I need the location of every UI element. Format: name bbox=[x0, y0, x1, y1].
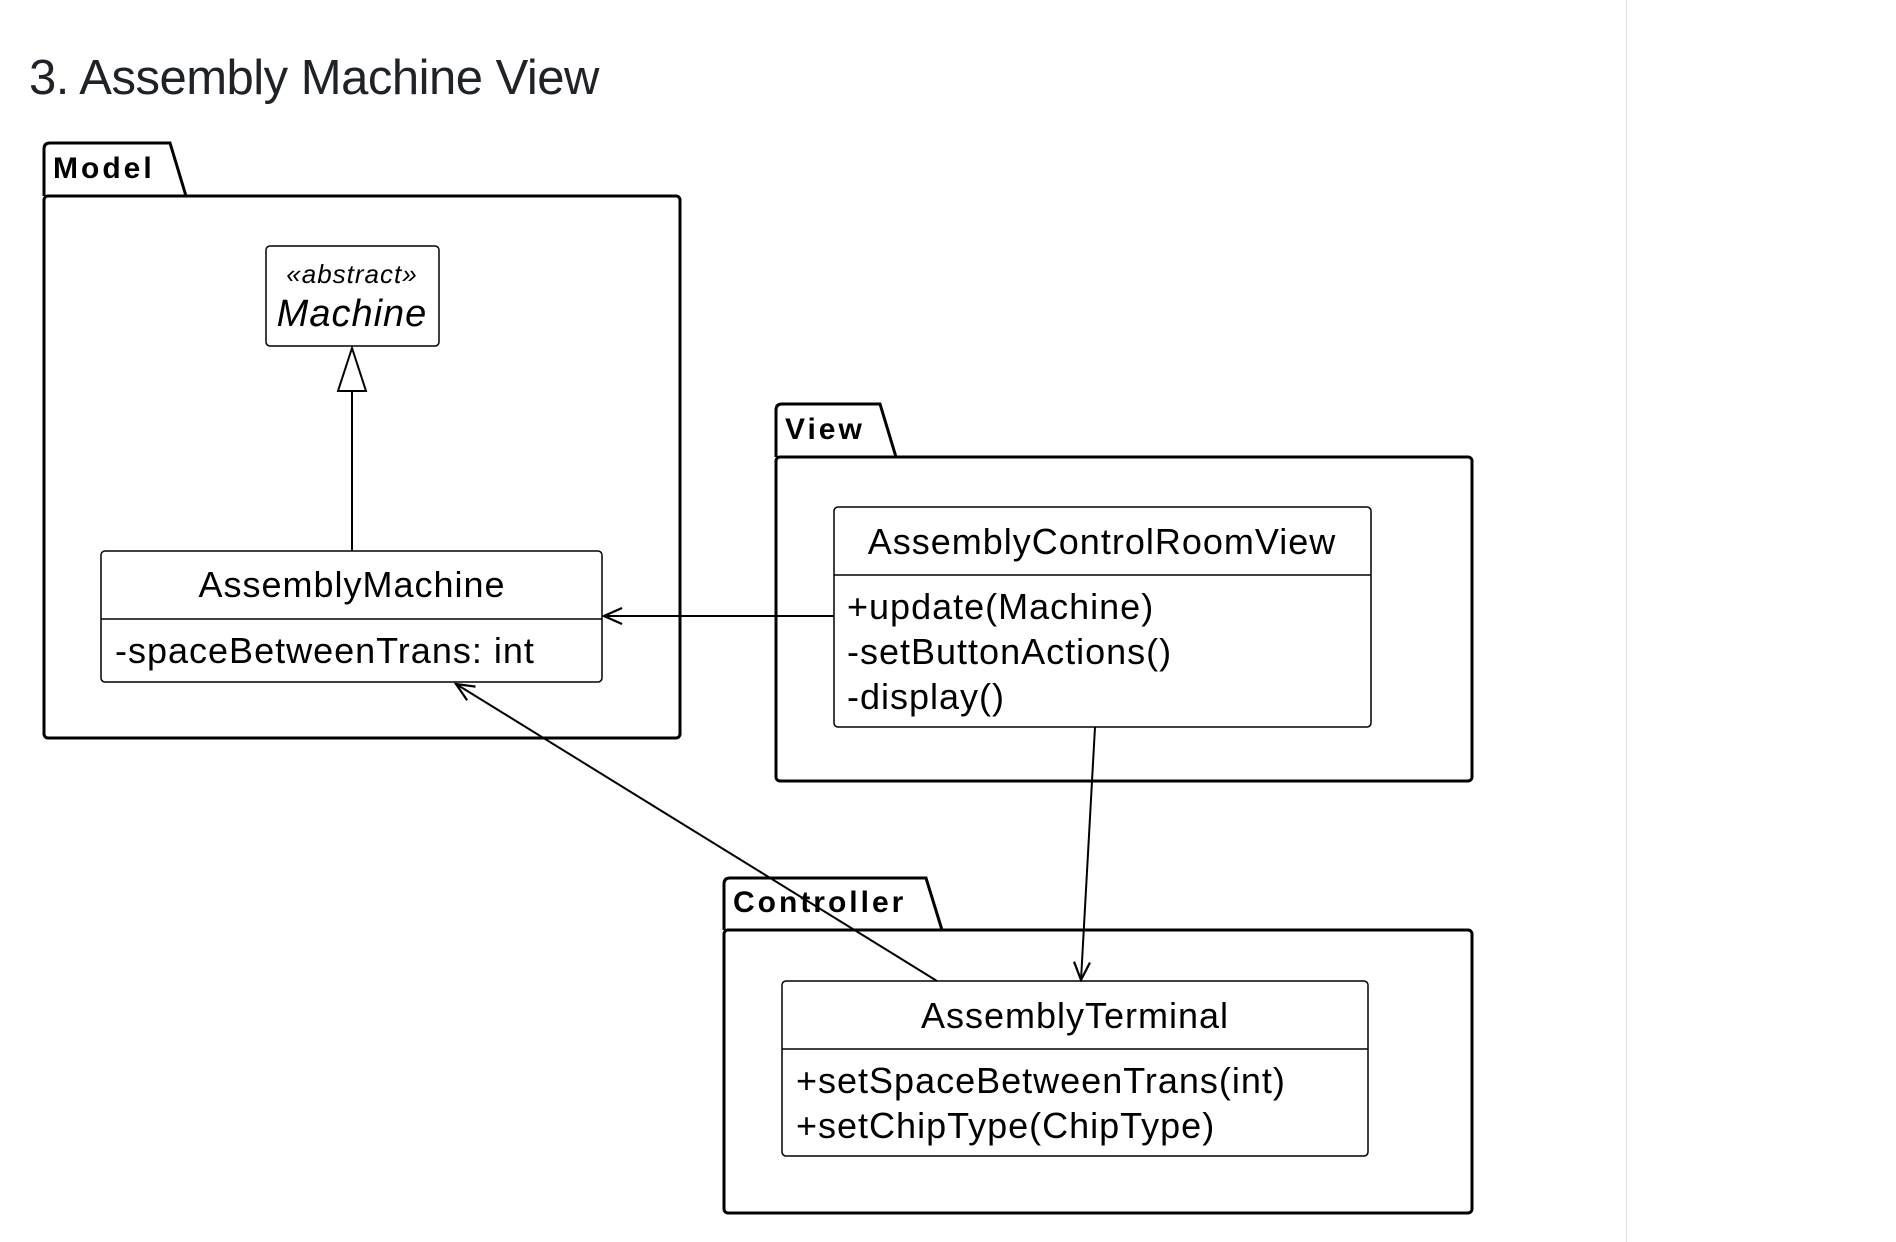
package-model-label: Model bbox=[53, 152, 155, 185]
package-view: View bbox=[774, 402, 1474, 783]
package-controller-label: Controller bbox=[733, 886, 906, 919]
class-machine-stereotype: «abstract» bbox=[286, 259, 417, 289]
class-assembly-terminal-method: +setSpaceBetweenTrans(int) bbox=[796, 1060, 1286, 1101]
association-terminal-to-assembly-machine bbox=[456, 684, 938, 982]
class-assembly-terminal: AssemblyTerminal +setSpaceBetweenTrans(i… bbox=[781, 980, 1369, 1157]
package-model: Model bbox=[42, 141, 682, 740]
generalization-arrow bbox=[336, 344, 368, 551]
class-assembly-terminal-name: AssemblyTerminal bbox=[921, 995, 1229, 1036]
class-assembly-control-room-view-method: +update(Machine) bbox=[847, 586, 1154, 627]
class-assembly-machine: AssemblyMachine -spaceBetweenTrans: int bbox=[100, 550, 603, 683]
package-controller: Controller bbox=[722, 876, 1474, 1215]
right-panel-divider bbox=[1626, 0, 1627, 1242]
class-assembly-terminal-method: +setChipType(ChipType) bbox=[796, 1105, 1215, 1146]
class-machine: «abstract» Machine bbox=[265, 245, 440, 347]
class-assembly-machine-name: AssemblyMachine bbox=[198, 564, 505, 605]
package-view-label: View bbox=[785, 413, 865, 446]
class-assembly-control-room-view-method: -display() bbox=[847, 676, 1005, 717]
class-assembly-control-room-view: AssemblyControlRoomView +update(Machine)… bbox=[833, 506, 1372, 728]
class-assembly-control-room-view-name: AssemblyControlRoomView bbox=[868, 521, 1337, 562]
class-machine-name: Machine bbox=[277, 293, 428, 335]
class-assembly-control-room-view-method: -setButtonActions() bbox=[847, 631, 1172, 672]
page-title: 3. Assembly Machine View bbox=[29, 51, 599, 105]
uml-diagram: Model View Controller «abstract» Machine… bbox=[42, 141, 1474, 1215]
class-assembly-machine-attribute: -spaceBetweenTrans: int bbox=[115, 630, 535, 671]
association-view-to-assembly-terminal bbox=[1081, 726, 1096, 980]
